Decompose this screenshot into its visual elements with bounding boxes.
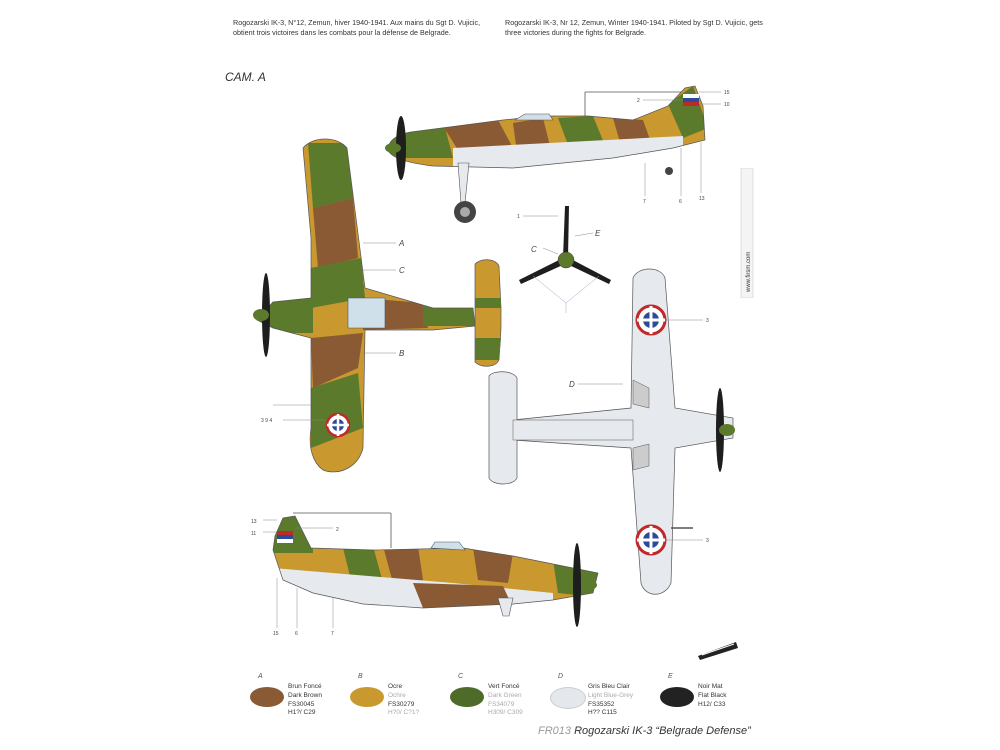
swatch-d: D Gris Bleu Clair Light Blue-Grey FS3535…: [550, 673, 660, 723]
footer-code: FR013: [538, 725, 572, 737]
swatch-a: A Brun Foncé Dark Brown FS30045 H1?/ C29: [250, 673, 360, 723]
painting-sheet: Rogozarski IK-3, N°12, Zemun, hiver 1940…: [213, 8, 790, 737]
paint-swatch-legend: A Brun Foncé Dark Brown FS30045 H1?/ C29…: [250, 673, 770, 723]
swatch-e-text: Noir Mat Flat Black H12/ C33: [698, 683, 727, 708]
swatch-a-color: [250, 687, 284, 707]
plan-view-callouts: A C B 3 9 4: [261, 239, 405, 424]
side-view-bottom: [272, 512, 599, 627]
swatch-d-text: Gris Bleu Clair Light Blue-Grey FS35352 …: [588, 683, 634, 717]
callout-3a: 3: [706, 318, 709, 324]
swatch-d-letter: D: [558, 673, 564, 680]
callout-b13: 13: [251, 519, 257, 525]
callout-13: 13: [699, 196, 705, 202]
callout-15: 15: [724, 90, 730, 96]
swatch-a-text: Brun Foncé Dark Brown FS30045 H1?/ C29: [288, 683, 322, 717]
header-english-text: Rogozarski IK-3, Nr 12, Zemun, Winter 19…: [505, 18, 763, 38]
callout-6: 6: [679, 199, 682, 205]
header-french-text: Rogozarski IK-3, N°12, Zemun, hiver 1940…: [233, 18, 481, 38]
swatch-c-text: Vert Foncé Dark Green FS34079 H309/ C309: [488, 683, 523, 717]
callout-b15: 15: [273, 631, 279, 637]
publisher-logo: [696, 638, 740, 660]
callout-under-D: D: [569, 380, 575, 389]
callout-b11: 11: [251, 531, 256, 537]
swatch-b-color: [350, 687, 384, 707]
callout-prop-E: E: [595, 229, 601, 238]
swatch-e: E Noir Mat Flat Black H12/ C33: [660, 673, 770, 723]
callout-prop-C: C: [531, 245, 537, 254]
swatch-c: C Vert Foncé Dark Green FS34079 H309/ C3…: [450, 673, 560, 723]
callout-wing-mark: 3 9 4: [261, 418, 272, 424]
bottom-side-callouts: 13 11 2 15 6 7: [251, 519, 339, 637]
callout-top-B: B: [399, 349, 405, 358]
callout-b6: 6: [295, 631, 298, 637]
callout-3b: 3: [706, 538, 709, 544]
swatch-c-letter: C: [458, 673, 464, 680]
footer-title-text: Rogozarski IK-3 “Belgrade Defense”: [574, 725, 751, 737]
top-side-callouts: 2 15 10 7 6 13: [637, 90, 730, 205]
callout-top-A: A: [398, 239, 404, 248]
swatch-e-letter: E: [668, 673, 673, 680]
swatch-c-color: [450, 687, 484, 707]
callout-2: 2: [637, 98, 640, 104]
propeller-front-view: 1 C E: [517, 206, 611, 313]
swatch-b-letter: B: [358, 673, 363, 680]
footer-title: FR013 Rogozarski IK-3 “Belgrade Defense”: [538, 725, 751, 737]
swatch-b: B Ocre Ochre FS30279 H?0/ C?1?: [350, 673, 460, 723]
plan-view-underside: [488, 268, 735, 595]
callout-7: 7: [643, 199, 646, 205]
callout-10: 10: [724, 102, 730, 108]
swatch-d-color: [550, 687, 586, 709]
aircraft-drawings: 2 15 10 7 6 13: [251, 85, 735, 637]
side-note-url: www.firsm.com: [746, 252, 752, 293]
callout-b2: 2: [336, 527, 339, 533]
callout-top-C: C: [399, 266, 405, 275]
swatch-e-color: [660, 687, 694, 707]
callout-1: 1: [517, 214, 520, 220]
callout-b7: 7: [331, 631, 334, 637]
publisher-side-note: www.firsm.com: [725, 167, 755, 299]
swatch-a-letter: A: [258, 673, 263, 680]
underside-callouts: D 3 3: [569, 318, 709, 544]
camouflage-label: CAM. A: [225, 70, 266, 84]
swatch-b-text: Ocre Ochre FS30279 H?0/ C?1?: [388, 683, 420, 717]
